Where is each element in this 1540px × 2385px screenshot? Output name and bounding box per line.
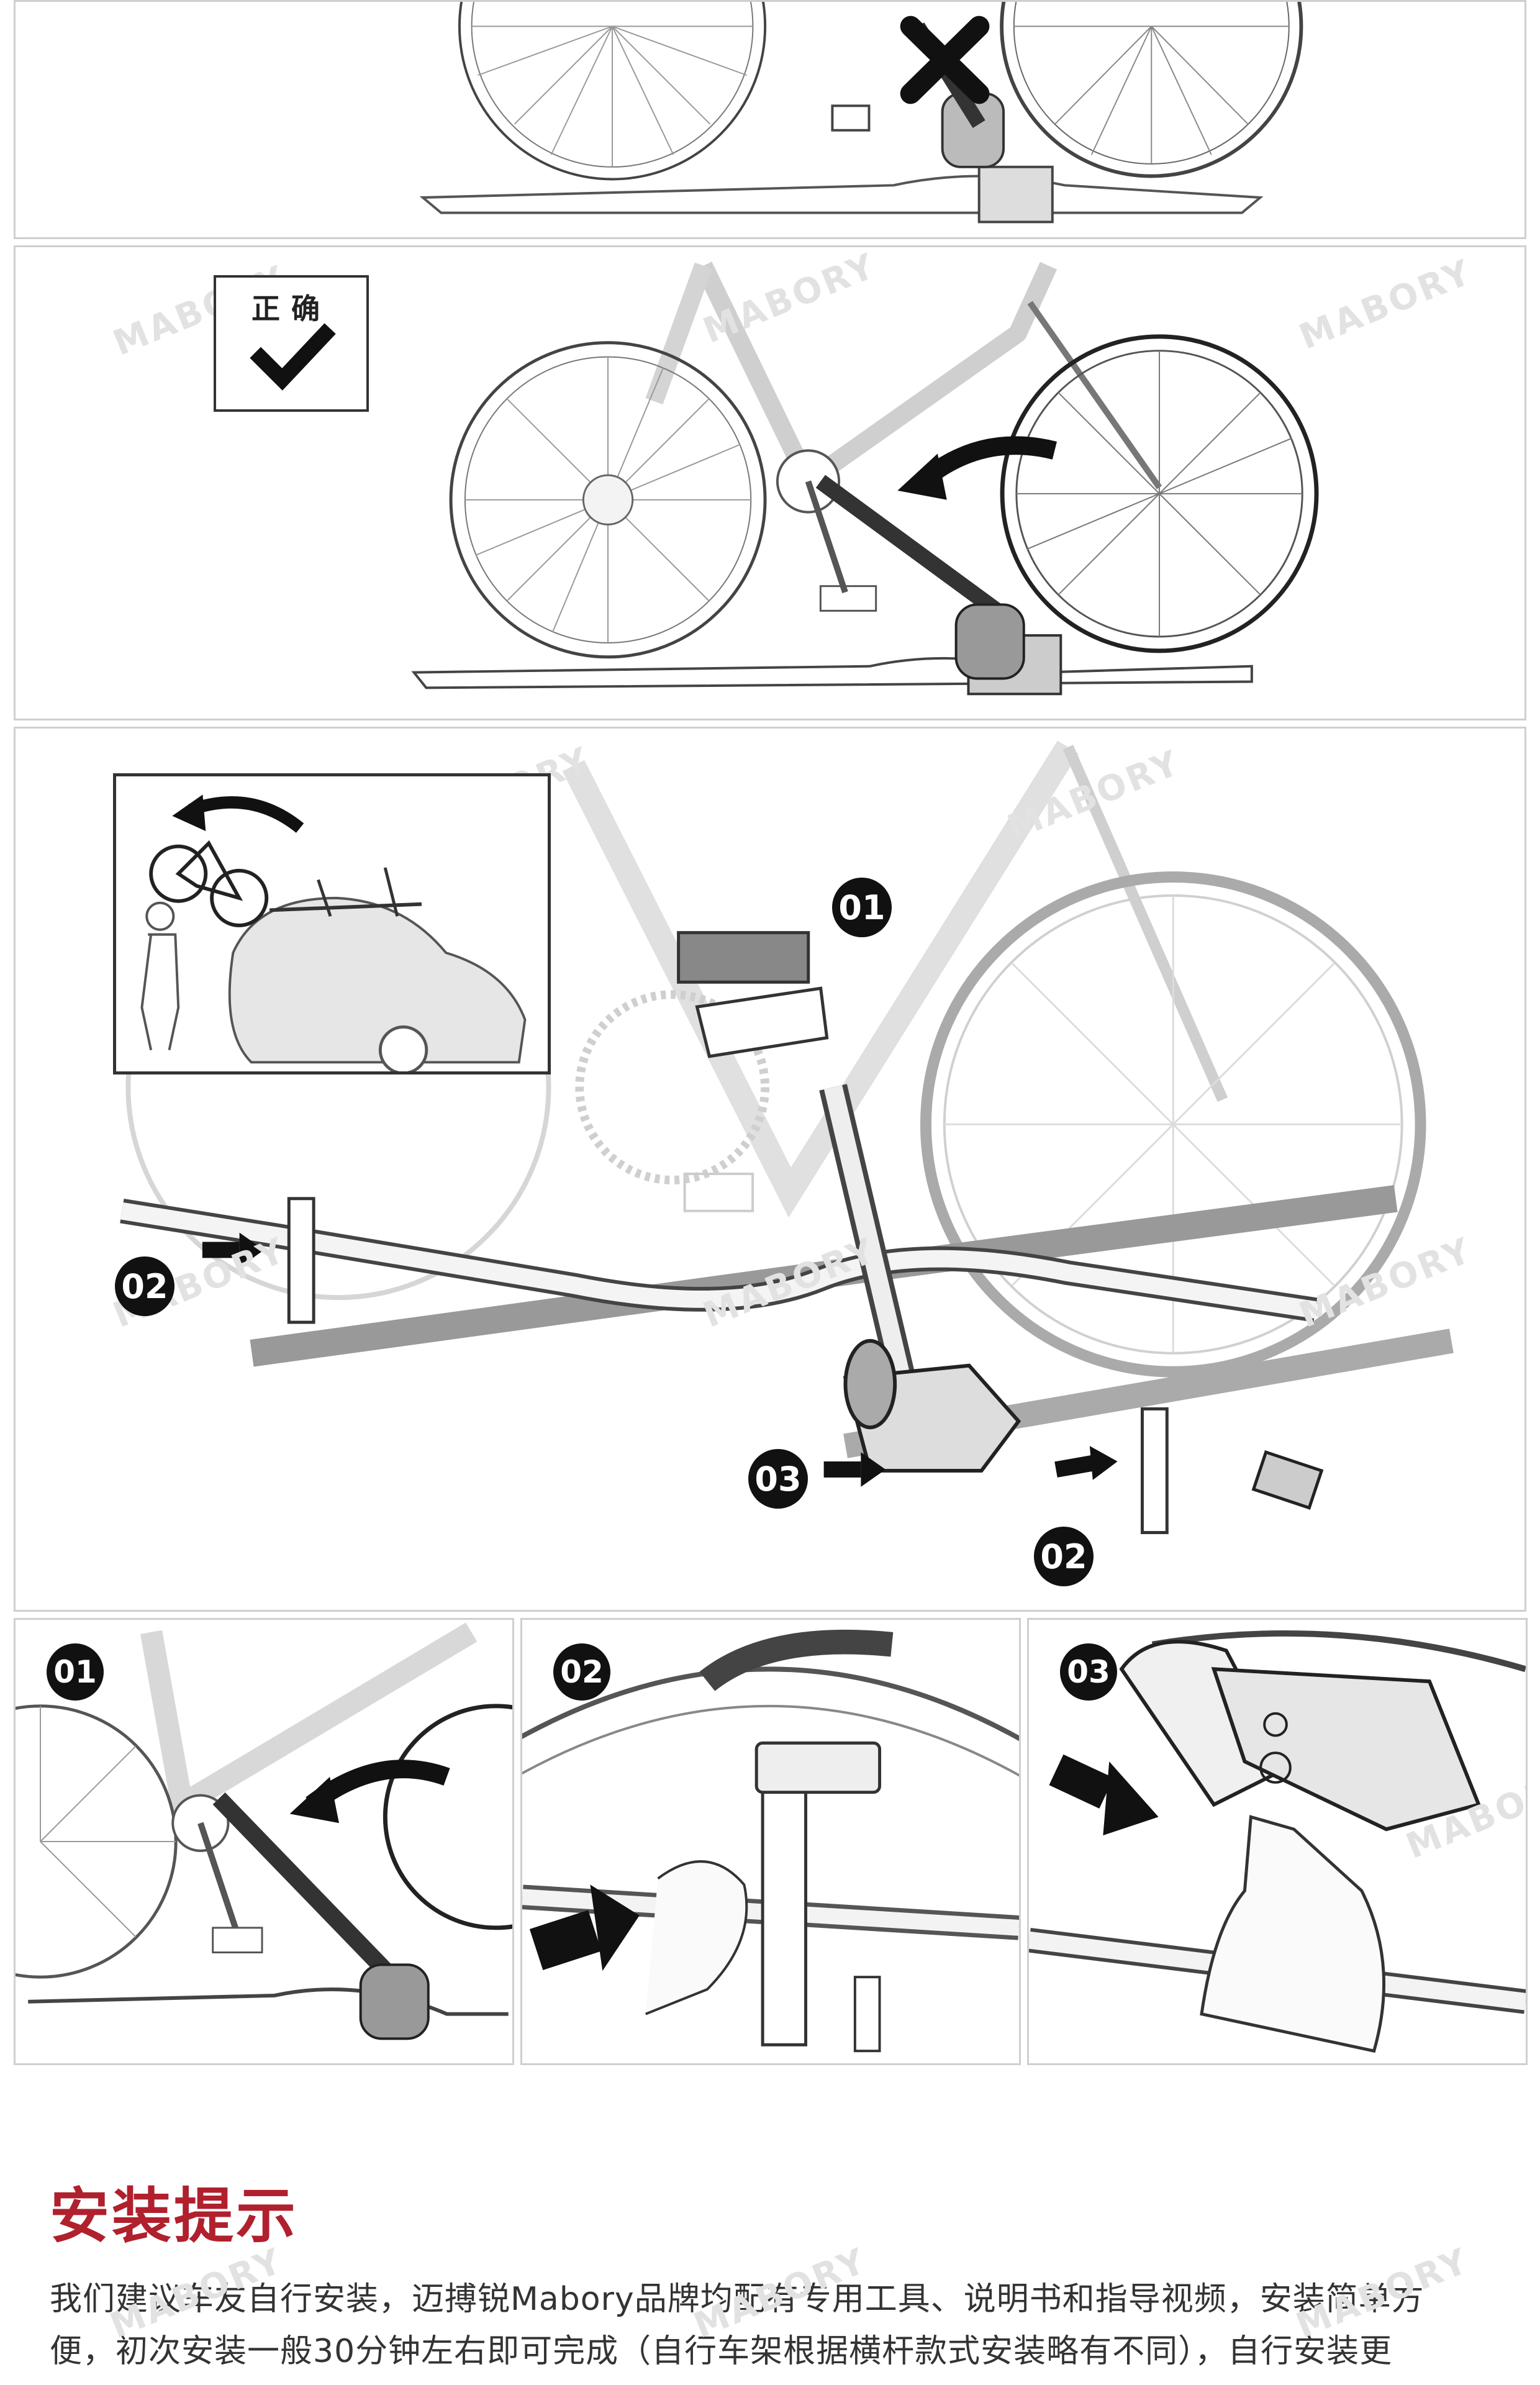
correct-indicator-box: 正确 bbox=[214, 275, 369, 412]
step-02-illustration bbox=[522, 1629, 1019, 2053]
checkmark-icon bbox=[250, 323, 336, 391]
step-01-illustration bbox=[16, 1622, 512, 2040]
step-badge-02: 02 bbox=[553, 1643, 610, 1701]
step-01-panel: 01 bbox=[14, 1618, 514, 2065]
wrong-install-panel bbox=[14, 0, 1526, 239]
lift-bike-inset bbox=[113, 773, 551, 1074]
step-03-illustration bbox=[1029, 1630, 1526, 2053]
step-badge-01: 01 bbox=[47, 1643, 104, 1701]
step-badge-02: 02 bbox=[115, 1256, 174, 1316]
step-03-panel: 03 MABORY bbox=[1027, 1618, 1528, 2065]
step-badge-01: 01 bbox=[832, 878, 892, 937]
tips-title: 安装提示 bbox=[50, 2181, 298, 2251]
step-badge-03: 03 bbox=[1060, 1643, 1117, 1701]
step-02-panel: 02 bbox=[520, 1618, 1021, 2065]
tips-body: 我们建议车友自行安装，迈搏锐Mabory品牌均配有专用工具、说明书和指导视频，安… bbox=[50, 2273, 1490, 2378]
tips-line: 我们建议车友自行安装，迈搏锐Mabory品牌均配有专用工具、说明书和指导视频，安… bbox=[50, 2281, 1424, 2318]
wrong-cross-icon bbox=[900, 16, 990, 104]
wrong-install-illustration bbox=[419, 2, 1303, 224]
step-badge-02: 02 bbox=[1034, 1527, 1094, 1586]
step-badge-03: 03 bbox=[748, 1449, 808, 1509]
correct-label: 正确 bbox=[251, 292, 331, 325]
car-roof-bike-illustration bbox=[140, 794, 527, 1071]
correct-install-illustration bbox=[411, 261, 1319, 696]
install-overview-illustration bbox=[120, 740, 1454, 1535]
tips-line: 便，初次安装一般30分钟左右即可完成（自行车架根据横杆款式安装略有不同），自行安… bbox=[50, 2333, 1393, 2370]
